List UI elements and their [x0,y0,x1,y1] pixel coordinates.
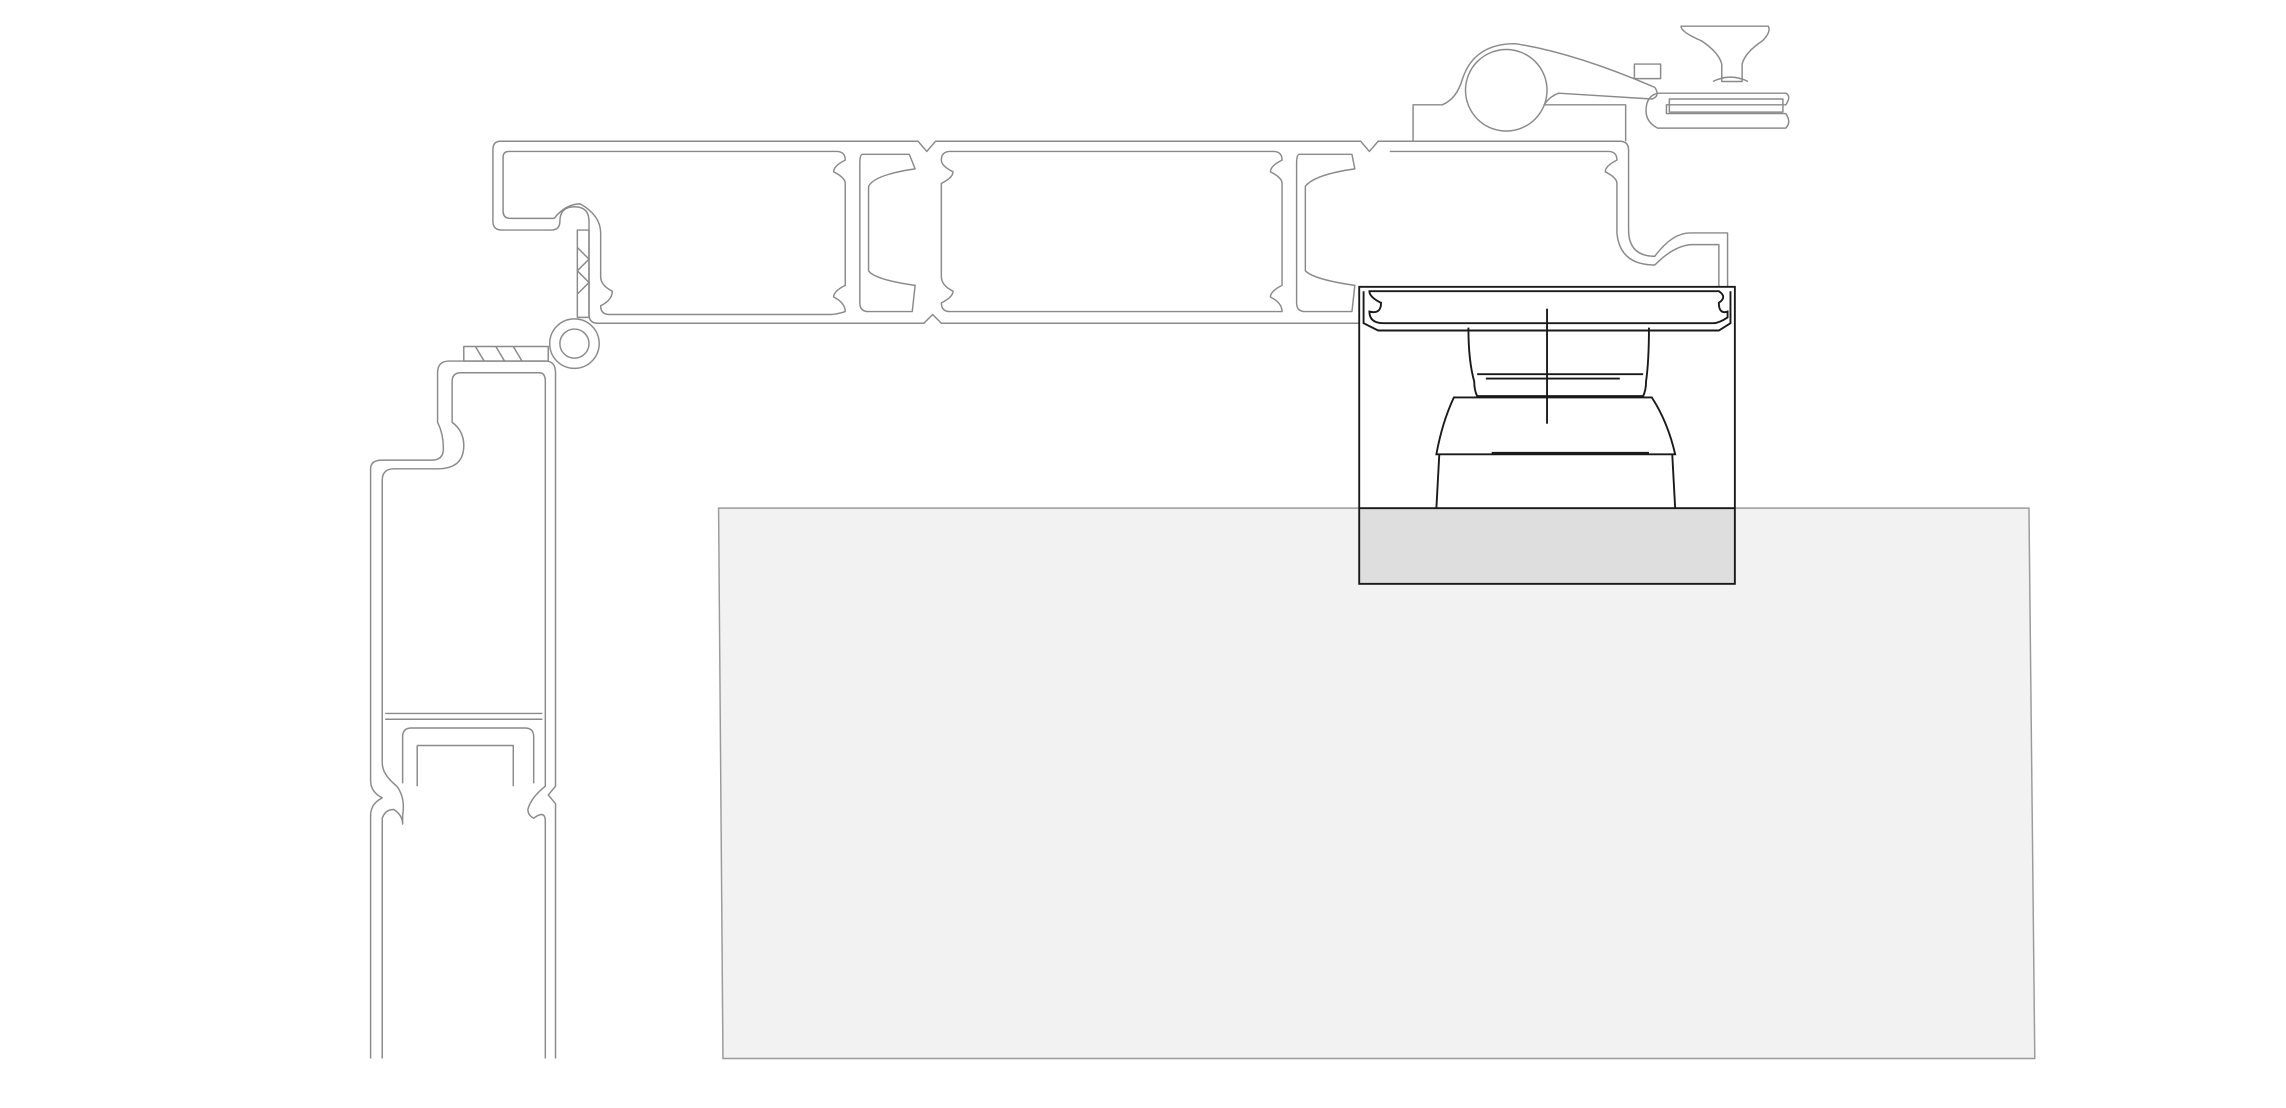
top-frame-profile [492,140,1729,324]
hinge [463,229,600,370]
left-sash-profile [369,360,557,1059]
glass-panel [717,507,2036,1060]
base-detail [1358,285,1736,585]
handle-mechanism [1412,25,1790,142]
base-fill [1359,508,1735,584]
